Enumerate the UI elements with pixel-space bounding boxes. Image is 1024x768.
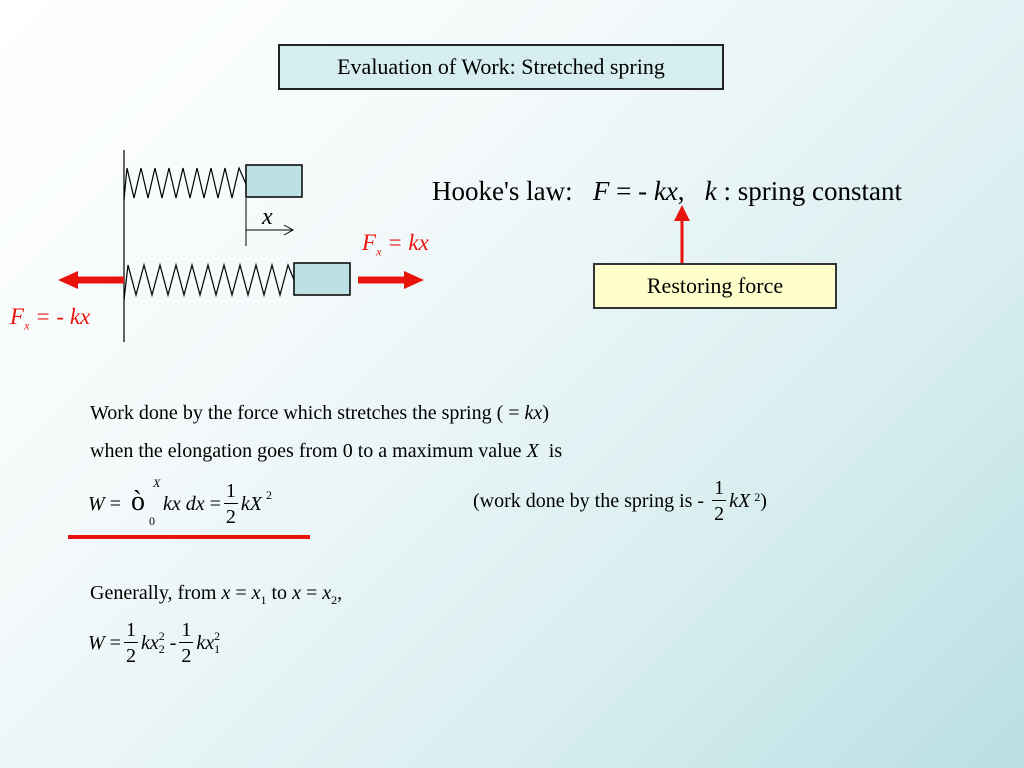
integral-upper: X: [152, 476, 161, 490]
eq2-eq: =: [109, 631, 121, 654]
hooke-eq: =: [616, 176, 632, 206]
eq1-num: 1: [223, 480, 238, 504]
note-close: ): [760, 489, 767, 512]
force-right-F: F: [362, 230, 377, 255]
work-line-2-is: is: [548, 440, 563, 462]
note-fraction: 1 2: [712, 477, 727, 525]
note-kX: kX: [729, 489, 751, 512]
eq1-fraction: 1 2: [223, 480, 238, 528]
force-left-F: F: [10, 304, 25, 329]
gen-x2: x: [322, 582, 332, 604]
work-line-1-close: ): [542, 402, 549, 424]
force-right-rest: = kx: [387, 230, 429, 255]
eq2-fraction-2: 1 2: [179, 619, 194, 667]
eq1-integral-group: ò X 0: [127, 476, 163, 532]
force-left-rest: = - kx: [35, 304, 91, 329]
eq1-kX: kX: [240, 492, 262, 515]
note-open: (work done by the spring is: [473, 489, 693, 512]
eq2-den2: 2: [181, 645, 192, 667]
work-line-2-X: X: [526, 440, 539, 462]
gen-sub1: 1: [260, 593, 267, 607]
restoring-pointer-head: [674, 205, 690, 221]
integral-lower: 0: [148, 514, 155, 528]
hookes-law: Hooke's law: F = - kx, k : spring consta…: [432, 176, 902, 207]
gen-text: Generally, from: [90, 582, 217, 604]
work-line-1-eq: =: [508, 402, 520, 424]
eq2-den1: 2: [125, 645, 136, 667]
general-line: Generally, from x = x1 to x = x2,: [90, 582, 342, 608]
force-left-sub: x: [24, 318, 30, 333]
work-line-1-text: Work done by the force which stretches t…: [90, 402, 504, 424]
note-exp: 2: [754, 490, 761, 504]
gen-comma: ,: [337, 582, 343, 604]
gen-x1: x: [251, 582, 261, 604]
hooke-comma: ,: [677, 176, 685, 206]
block-relaxed: [245, 164, 303, 198]
spring-stretched: [123, 262, 295, 301]
hooke-desc: spring constant: [737, 176, 903, 206]
eq2-kx1: kx: [140, 631, 159, 654]
gen-sub2: 2: [331, 593, 338, 607]
eq2-script-2: 2 1: [214, 628, 221, 656]
work-line-1: Work done by the force which stretches t…: [90, 402, 549, 425]
force-right-label: Fx = kx: [362, 230, 429, 260]
eq1-den: 2: [225, 506, 236, 528]
displacement-arrowhead: [283, 224, 295, 236]
note-minus: -: [697, 489, 705, 512]
eq2-sub1: 2: [158, 642, 165, 656]
eq2-minus: -: [169, 631, 177, 654]
eq1-eq2: =: [209, 492, 221, 515]
eq2-script-1: 2 2: [158, 628, 165, 656]
eq2-num1: 1: [123, 619, 138, 643]
eq2-kx2: kx: [196, 631, 215, 654]
work-line-2: when the elongation goes from 0 to a max…: [90, 440, 562, 463]
force-right-sub: x: [376, 244, 382, 259]
arrow-left-head: [58, 271, 78, 289]
eq1-eq: =: [109, 492, 121, 515]
note-den: 2: [714, 503, 725, 525]
hooke-kx: kx: [653, 176, 678, 206]
hooke-k: k: [704, 176, 717, 206]
eq2-sup2: 2: [214, 628, 221, 643]
hooke-minus: -: [638, 176, 648, 206]
arrow-right-head: [404, 271, 424, 289]
restoring-force-box: Restoring force: [593, 263, 837, 309]
hooke-label: Hooke's law:: [432, 176, 573, 206]
eq2-fraction-1: 1 2: [123, 619, 138, 667]
eq1-integrand: kx dx: [162, 492, 205, 515]
spring-diagram: [58, 150, 424, 342]
equation-underline: [68, 535, 310, 539]
eq1-W: W: [88, 492, 105, 515]
gen-x: x: [221, 582, 231, 604]
gen-eq: =: [235, 582, 247, 604]
hooke-colon: :: [723, 176, 732, 206]
eq1-exp: 2: [265, 488, 272, 502]
slide-title-text: Evaluation of Work: Stretched spring: [337, 54, 665, 79]
eq2-sub2: 1: [214, 642, 221, 656]
displacement-label: x: [262, 204, 273, 230]
slide-title: Evaluation of Work: Stretched spring: [278, 44, 724, 90]
block-stretched: [293, 262, 351, 296]
gen-to: to: [271, 582, 288, 604]
spring-relaxed: [123, 166, 247, 201]
restoring-pointer: [674, 205, 690, 263]
force-left-label: Fx = - kx: [10, 304, 90, 334]
note-num: 1: [712, 477, 727, 501]
work-line-2-text: when the elongation goes from 0 to a max…: [90, 440, 522, 462]
eq2-W: W: [88, 631, 105, 654]
restoring-force-text: Restoring force: [646, 273, 784, 298]
work-line-1-kx: kx: [524, 402, 543, 424]
gen-eq-b: =: [305, 582, 318, 604]
hooke-F: F: [592, 176, 610, 206]
eq2-sup1: 2: [158, 628, 165, 643]
gen-x-b: x: [292, 582, 301, 604]
general-equation: W = 1 2 kx 2 2 - 1 2 kx 2 1: [88, 620, 220, 666]
integral-sign: ò: [130, 486, 145, 517]
eq2-num2: 1: [179, 619, 194, 643]
